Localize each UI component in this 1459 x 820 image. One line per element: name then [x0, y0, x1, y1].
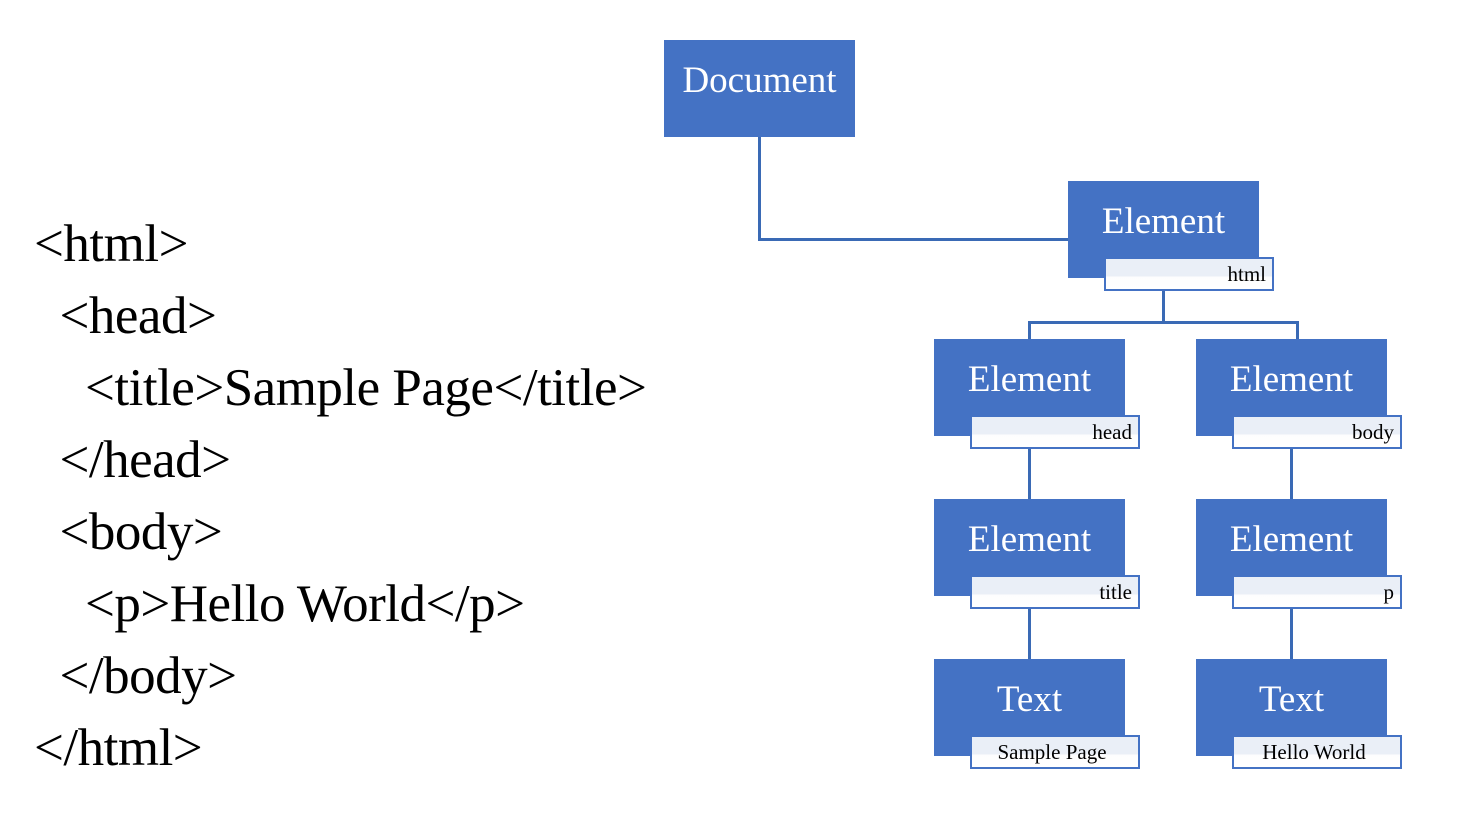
code-line-html-open: <html>: [34, 215, 188, 273]
tree-node-p[interactable]: Element p: [1196, 499, 1402, 609]
node-type-label-p-text: Text: [1258, 679, 1325, 720]
node-type-label-body: Element: [1229, 359, 1354, 400]
tree-node-document[interactable]: Document: [664, 40, 855, 137]
tree-node-title[interactable]: Element title: [934, 499, 1140, 609]
code-line-head-open: <head>: [34, 287, 217, 345]
node-type-label-head: Element: [967, 359, 1092, 400]
code-line-title: <title>Sample Page</title>: [34, 359, 647, 417]
connector-html-branch-bar: [1028, 321, 1299, 324]
node-tag-label-html: html: [1104, 257, 1274, 291]
node-type-label-p: Element: [1229, 519, 1354, 560]
node-type-label-document: Document: [682, 60, 837, 101]
connector-document-to-html-horizontal: [758, 238, 1070, 241]
tree-node-p-text[interactable]: Text Hello World: [1196, 659, 1402, 769]
code-line-html-close: </html>: [34, 719, 203, 777]
html-source-listing: <html> <head> <title>Sample Page</title>…: [34, 208, 794, 784]
tree-node-html[interactable]: Element html: [1068, 181, 1274, 291]
node-tag-label-head: head: [970, 415, 1140, 449]
tree-node-title-text[interactable]: Text Sample Page: [934, 659, 1140, 769]
connector-html-to-body-drop: [1296, 321, 1299, 339]
node-tag-label-p: p: [1232, 575, 1402, 609]
node-tag-label-p-text: Hello World: [1232, 735, 1402, 769]
connector-document-to-html-vertical: [758, 137, 761, 240]
tree-node-body[interactable]: Element body: [1196, 339, 1402, 449]
connector-html-stub: [1162, 291, 1165, 324]
connector-body-to-p: [1290, 449, 1293, 499]
connector-p-to-text: [1290, 609, 1293, 659]
connector-html-to-head-drop: [1028, 321, 1031, 339]
node-tag-label-title: title: [970, 575, 1140, 609]
node-tag-label-title-text: Sample Page: [970, 735, 1140, 769]
code-line-body-close: </body>: [34, 647, 238, 705]
code-line-body-open: <body>: [34, 503, 223, 561]
code-line-head-close: </head>: [34, 431, 232, 489]
node-type-label-html: Element: [1101, 201, 1226, 242]
node-type-label-title-text: Text: [996, 679, 1063, 720]
tree-node-head[interactable]: Element head: [934, 339, 1140, 449]
node-tag-label-body: body: [1232, 415, 1402, 449]
node-body-document: [664, 40, 855, 137]
code-line-paragraph: <p>Hello World</p>: [34, 575, 525, 633]
connector-title-to-text: [1028, 609, 1031, 659]
connector-head-to-title: [1028, 449, 1031, 499]
node-type-label-title: Element: [967, 519, 1092, 560]
